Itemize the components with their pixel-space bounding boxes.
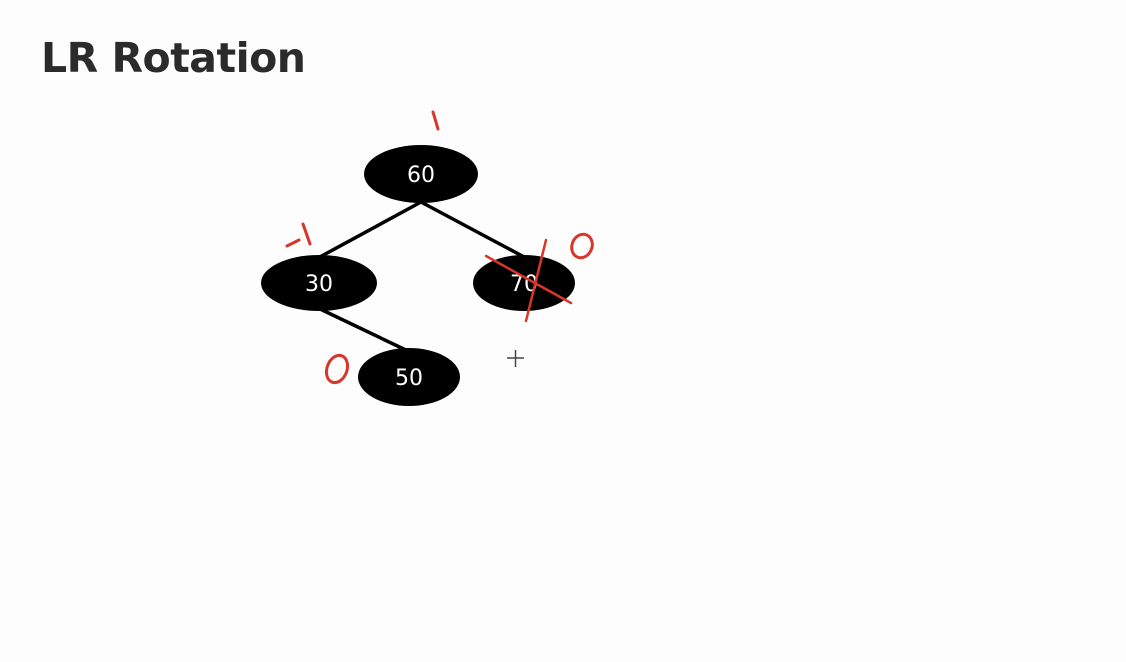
balance-annotation-30 bbox=[285, 222, 312, 248]
slide-title: LR Rotation bbox=[41, 34, 306, 82]
tree-node-50: 50 bbox=[358, 348, 460, 406]
tree-node-70: 70 bbox=[473, 255, 575, 311]
edge-60-70 bbox=[420, 200, 527, 260]
node-label-60: 60 bbox=[407, 163, 435, 188]
balance-annotation-60 bbox=[431, 110, 440, 131]
tree-node-60: 60 bbox=[364, 145, 478, 203]
balance-annotation-70 bbox=[570, 232, 594, 260]
edge-60-30 bbox=[317, 200, 422, 260]
node-label-50: 50 bbox=[395, 366, 423, 391]
edge-30-50 bbox=[317, 306, 411, 354]
crosshair-cursor-icon bbox=[507, 350, 524, 367]
node-label-30: 30 bbox=[305, 272, 333, 297]
strike-mark-70 bbox=[484, 238, 573, 323]
tree-node-30: 30 bbox=[261, 255, 377, 311]
balance-annotation-50 bbox=[324, 353, 350, 385]
